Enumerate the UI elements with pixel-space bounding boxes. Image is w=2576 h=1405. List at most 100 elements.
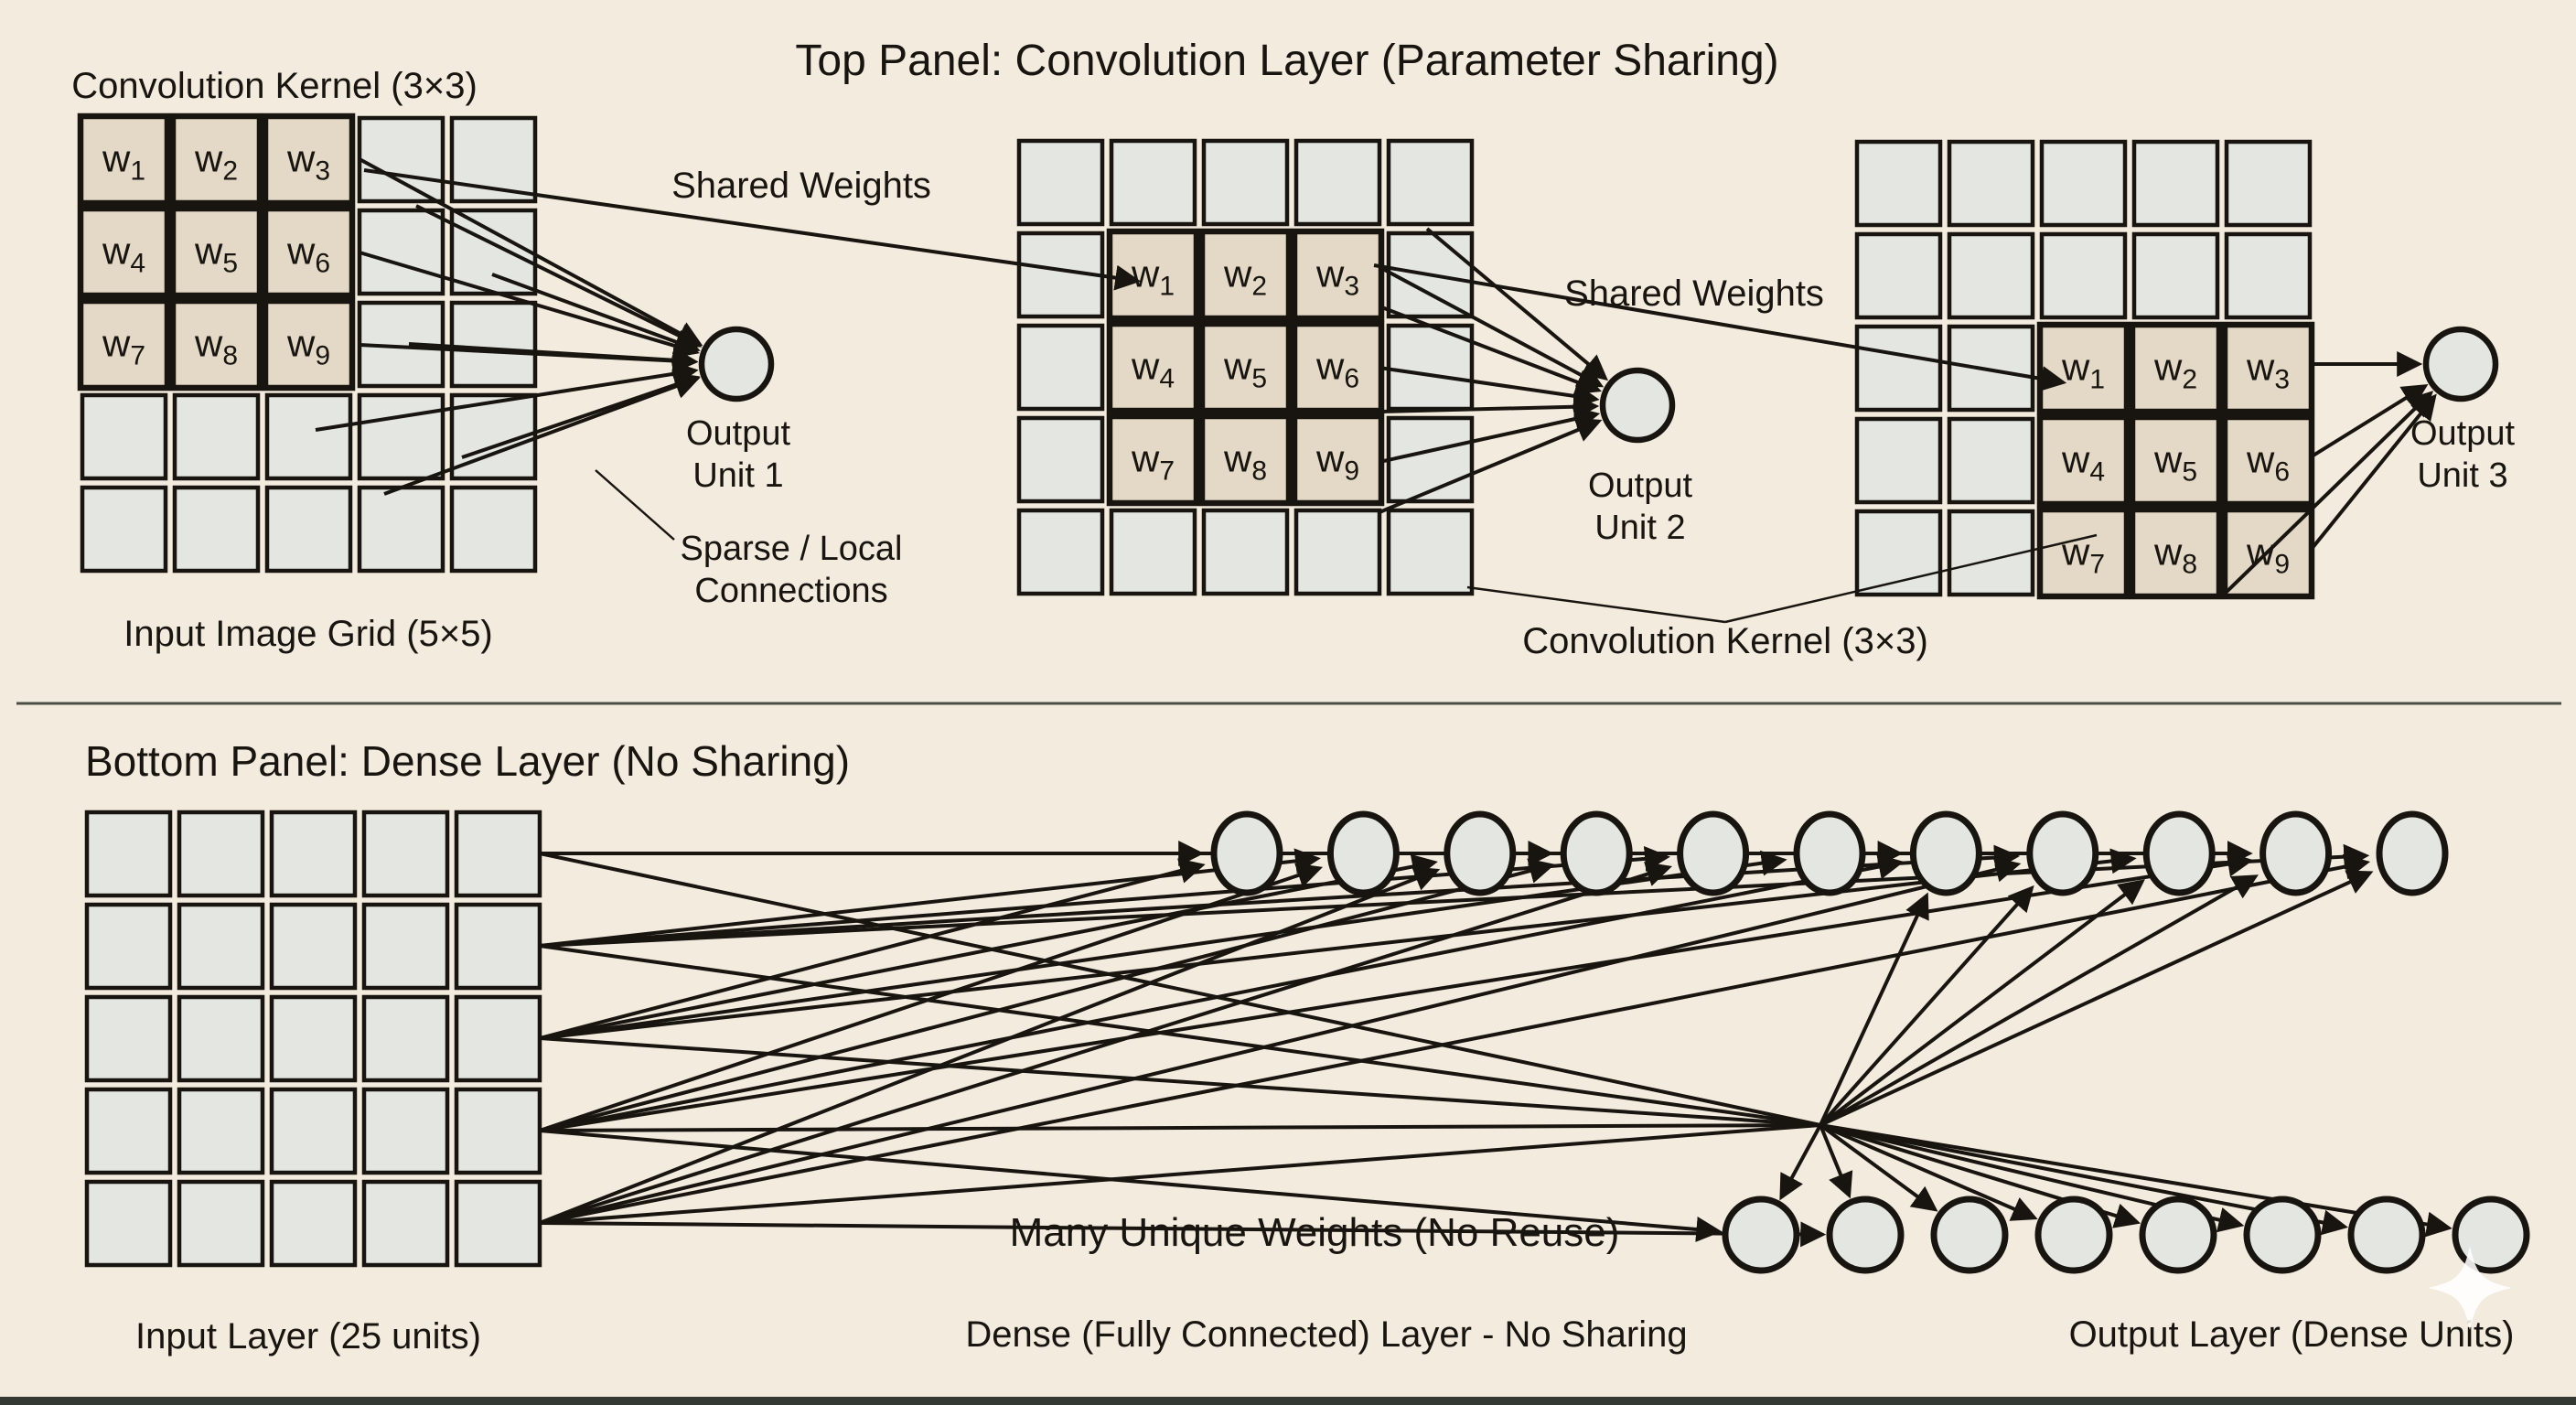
shared-weights-arrow [1373,263,2067,391]
grid-cell [172,392,261,481]
output-unit-2-label: Output [1588,467,1693,505]
output-unit-1-circle [698,326,775,402]
bottom-edge-strip [0,1397,2576,1405]
kernel-cell [1198,228,1293,322]
output-unit-2-number: Unit 2 [1594,509,1685,547]
grid-cell [269,994,358,1083]
grid-cell [357,392,445,481]
dense-arrow [1819,892,1929,1126]
kernel-cell [1106,320,1200,414]
output-dense-circle [2347,1196,2426,1274]
sparse-connection-arrow [359,157,703,347]
grid-cell [1854,324,1943,413]
dense-line [539,1123,1821,1225]
sparse-connection-arrow [359,343,699,374]
grid-cell [357,115,445,204]
dense-unit-circle [1326,810,1400,896]
dense-arrow [539,853,1438,1040]
dense-unit-circle [1560,810,1633,896]
grid-cell [1854,139,1943,228]
kernel-cell [2036,413,2131,508]
sparse-connection-arrow [461,372,701,459]
dense-unit-circle [1210,810,1283,896]
kernel-cell [2221,321,2315,415]
sparse-connection-arrow [1379,417,1603,514]
kernel-weight-label: w3 [1315,252,1359,302]
grid-cell [2224,231,2313,320]
kernel-weight-label: w2 [194,137,238,187]
sparse-connection-arrow [1379,305,1602,395]
grid-cell [449,300,538,389]
dense-arrow [539,853,2371,1225]
top-panel-title: Top Panel: Convolution Layer (Parameter … [795,37,1778,85]
dense-arrow [1779,1124,1822,1201]
grid-cell [1016,415,1105,504]
output-dense-circle [2243,1196,2322,1274]
grid-cell [449,485,538,574]
kernel-cell [2221,413,2315,508]
label-pointer-line [1724,533,2098,624]
output-unit-3-circle [2422,326,2499,402]
grid-cell [1854,231,1943,320]
kernel-cell [1106,413,1200,507]
grid-cell [1386,508,1475,596]
dense-unit-circle [2026,810,2099,896]
output-unit-3-number: Unit 3 [2417,456,2507,495]
grid-cell [269,810,358,898]
sparse-label-line2: Connections [694,572,887,610]
kernel-weight-label: w7 [1131,437,1175,487]
grid-cell [264,485,353,574]
grid-cell [84,810,173,898]
kernel-cell [77,205,171,299]
grid-cell [454,810,542,898]
kernel-cell [169,205,263,299]
grid-cell [1386,415,1475,504]
grid-cell [361,1087,450,1175]
kernel-weight-label: w3 [286,137,330,187]
grid-cell [1947,139,2035,228]
dense-arrow [539,848,2137,1040]
grid-cell [1201,138,1290,227]
grid-cell [1947,324,2035,413]
input-grid-label: Input Image Grid (5×5) [123,614,493,654]
units-layer [698,326,2530,1274]
grid-cell [1947,231,2035,320]
grid-cell [1016,323,1105,412]
grid-cell [357,208,445,296]
kernel-weight-label: w6 [286,230,330,279]
dense-arrow [1819,1123,2453,1238]
grid-cell [454,994,542,1083]
kernel-weight-label: w2 [2153,346,2197,395]
grid-cell [2131,139,2220,228]
sparse-connection-arrow [415,204,703,348]
grid-cell [269,1179,358,1268]
grid-cell [84,1087,173,1175]
dense-line [539,944,1821,1127]
kernel-cell [1291,413,1385,507]
grid-cell [1293,508,1382,596]
grid-cell [1109,508,1197,596]
grid-cell [454,1087,542,1175]
kernel-cell [2129,321,2223,415]
dense-arrow [539,862,1672,1225]
output-dense-circle [1722,1196,1800,1274]
sparse-connection-arrow [383,374,701,496]
grid-cell [1947,416,2035,505]
kernel-weight-label: w8 [194,322,238,371]
kernel-weight-label: w9 [1315,437,1359,487]
grid-cell [2039,231,2128,320]
sparse-connection-arrow [491,273,701,355]
kernel-weight-label: w5 [2153,438,2197,488]
sparse-connection-arrow [1379,265,1605,388]
bottom-panel-title: Bottom Panel: Dense Layer (No Sharing) [85,737,850,785]
kernel-weight-label: w8 [2153,531,2197,580]
kernel-cell [1291,228,1385,322]
grid-cell [1293,138,1382,227]
output-dense-circle [1826,1196,1905,1274]
dense-arrow [539,866,1441,1225]
grid-cell [361,810,450,898]
kernel-label-bottom: Convolution Kernel (3×3) [1522,621,1928,661]
sparse-connection-arrow [315,360,699,432]
dense-unit-circle [1909,810,1982,896]
grid-cell [361,902,450,991]
